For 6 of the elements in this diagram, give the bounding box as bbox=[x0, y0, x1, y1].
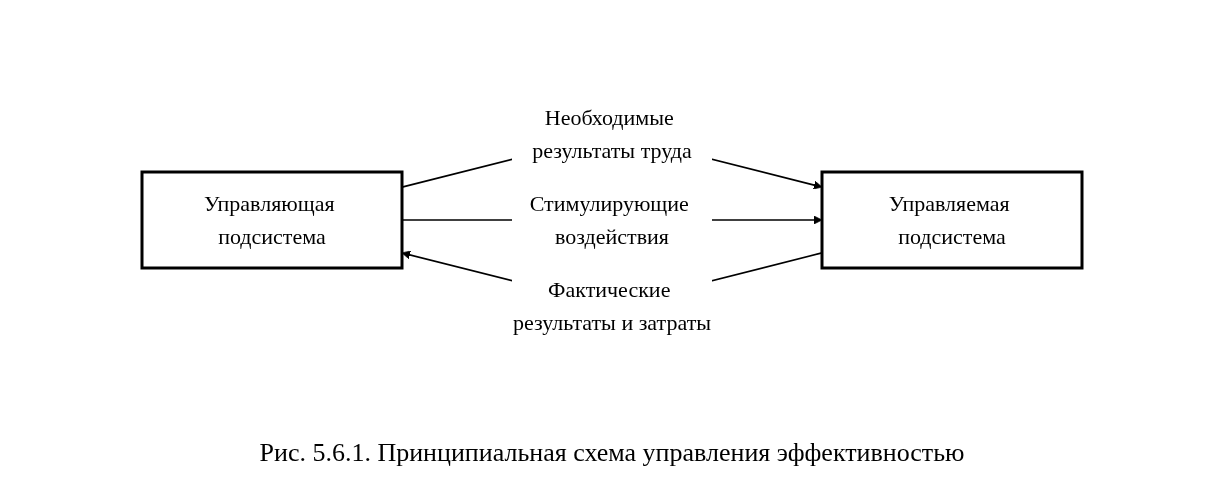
edge-label: Необходимые результаты труда bbox=[532, 105, 692, 163]
edge-label: Стимулирующие воздействия bbox=[529, 191, 689, 249]
node-box: Управляющая подсистема bbox=[140, 170, 404, 270]
node-box: Управляемая подсистема bbox=[820, 170, 1084, 270]
edge-label: Фактические результаты и затраты bbox=[512, 277, 712, 335]
figure-caption: Рис. 5.6.1. Принципиальная схема управления эффективностью bbox=[259, 438, 965, 468]
